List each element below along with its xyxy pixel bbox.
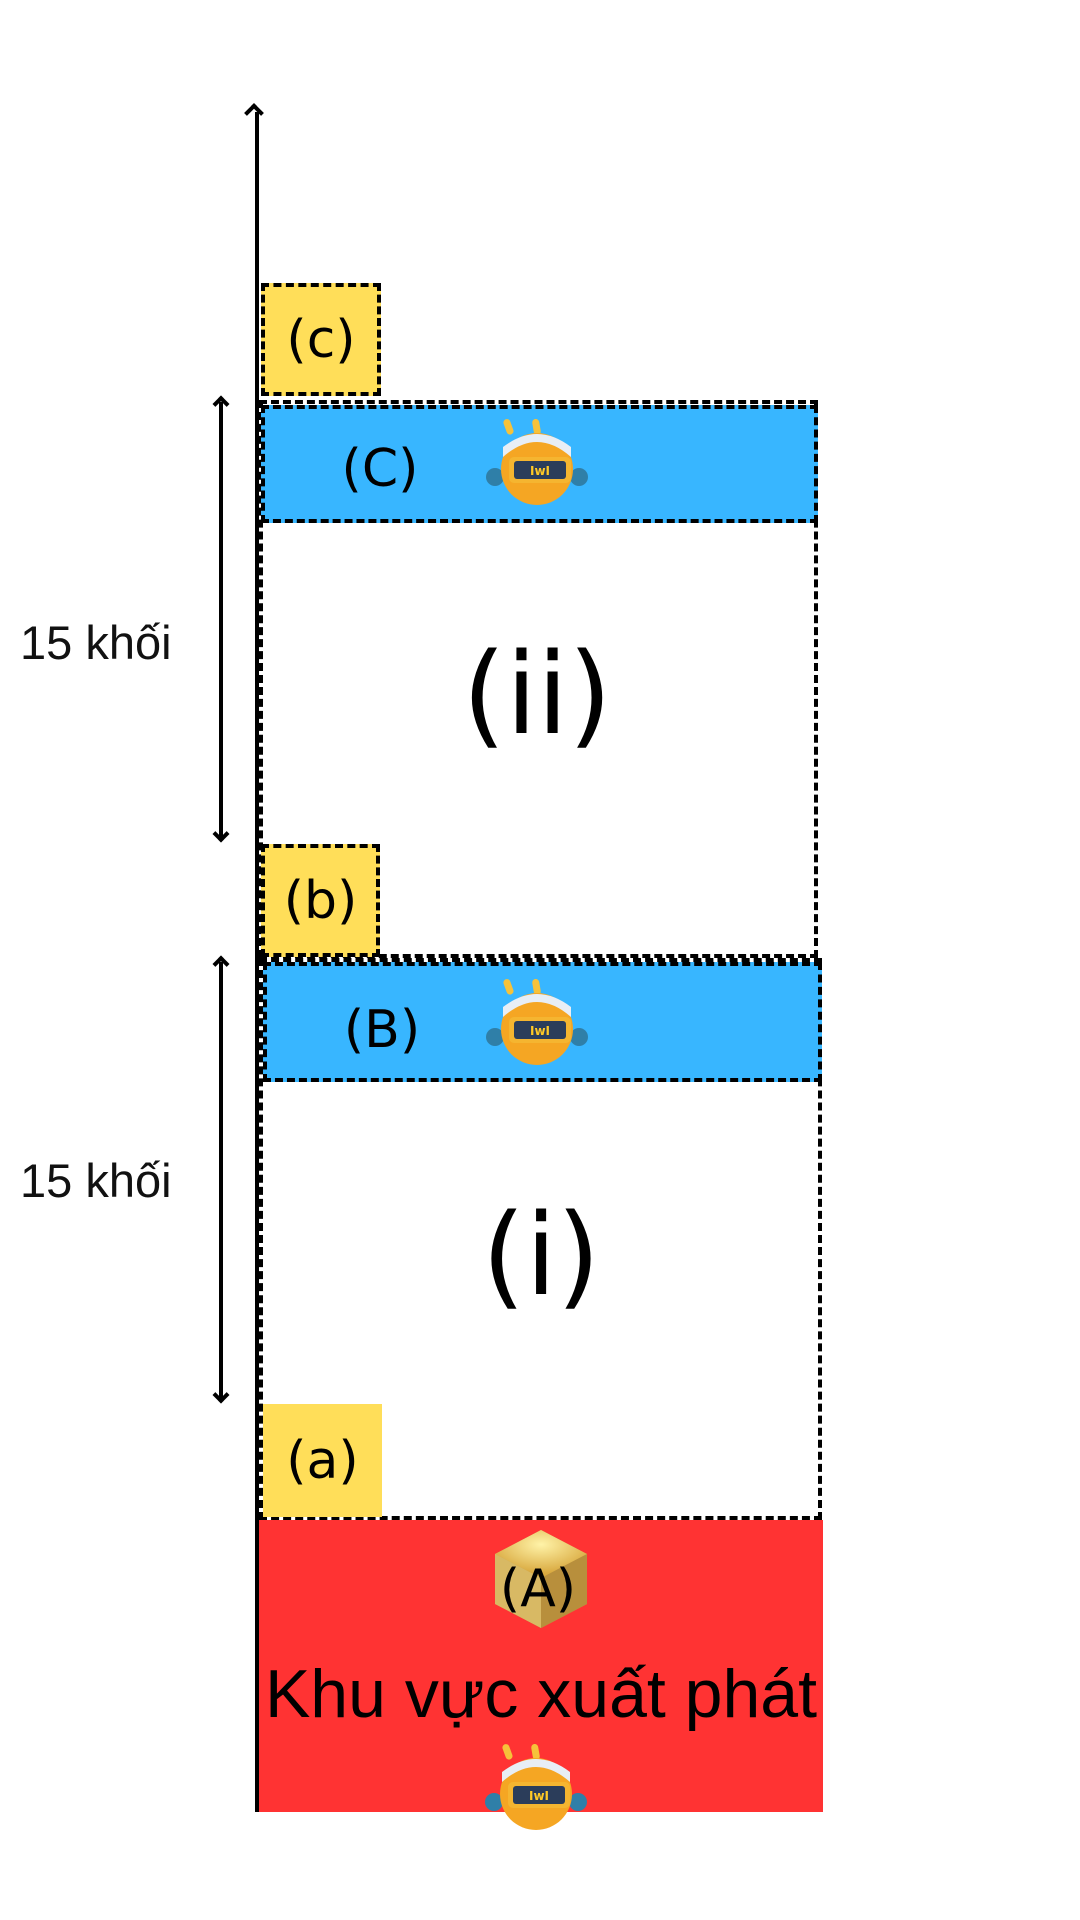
marker-c: (c) (261, 283, 381, 396)
marker-b: (b) (261, 844, 380, 957)
robot-icon: IwI (483, 417, 591, 507)
arrow-up-icon (212, 955, 230, 973)
target-label-B: (B) (343, 1000, 421, 1060)
measure-label-ii: 15 khối (20, 616, 172, 669)
svg-text:IwI: IwI (530, 1024, 550, 1038)
arrow-down-icon (212, 825, 230, 843)
axis-arrow-up-icon (244, 103, 264, 123)
measure-arrow-ii (219, 402, 223, 838)
arrow-down-icon (212, 1386, 230, 1404)
measure-arrow-i (219, 962, 223, 1398)
start-zone: (A) Khu vực xuất phát IwI (259, 1520, 823, 1830)
arrow-up-icon (212, 395, 230, 413)
svg-text:IwI: IwI (529, 1789, 549, 1803)
region-label-ii: (ii) (462, 630, 612, 760)
marker-b-label: (b) (283, 870, 358, 931)
svg-text:IwI: IwI (530, 464, 550, 478)
cube-icon (492, 1528, 590, 1630)
marker-c-label: (c) (286, 309, 356, 370)
vertical-axis (255, 112, 259, 1812)
target-label-C: (C) (341, 439, 419, 499)
measure-label-i: 15 khối (20, 1154, 172, 1207)
robot-icon: IwI (482, 1742, 590, 1832)
marker-a-label: (a) (286, 1430, 359, 1491)
robot-icon: IwI (483, 977, 591, 1067)
start-zone-label: Khu vực xuất phát (264, 1656, 818, 1732)
cube-label-A: (A) (499, 1559, 577, 1619)
region-label-i: (i) (481, 1191, 601, 1321)
marker-a: (a) (263, 1404, 382, 1517)
